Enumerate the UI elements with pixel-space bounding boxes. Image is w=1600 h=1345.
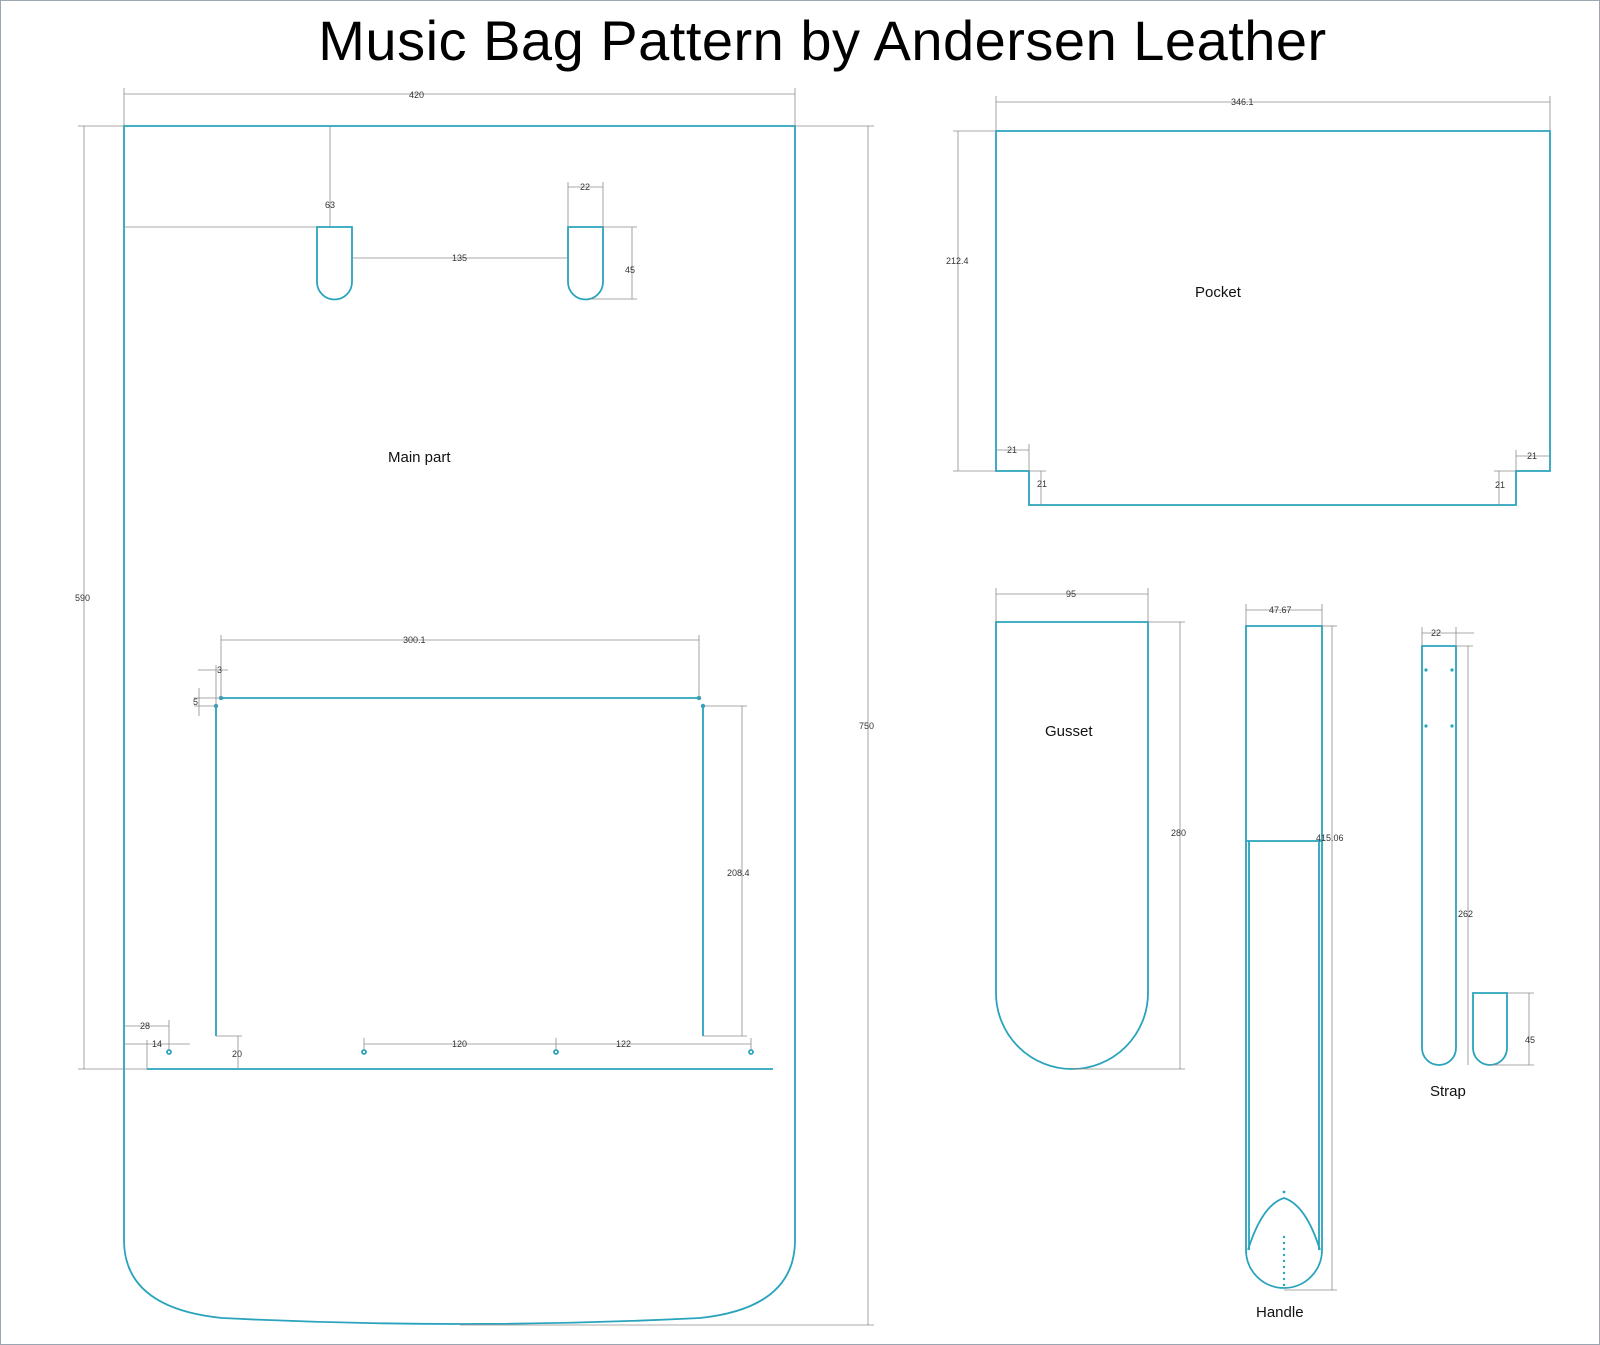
main-part: Main part 420 590 750 63 bbox=[75, 88, 874, 1326]
dim-text: 3 bbox=[217, 665, 222, 675]
gusset-label: Gusset bbox=[1045, 723, 1093, 740]
rivet-hole bbox=[361, 1049, 367, 1055]
strap-slot-left bbox=[316, 226, 353, 301]
dim-text: 212.4 bbox=[946, 256, 969, 266]
dim-hole-offset: 14 bbox=[124, 1039, 190, 1069]
dim-window-bottom-gap: 20 bbox=[216, 1035, 242, 1069]
dim-pocket-notch-left-h: 21 bbox=[1029, 470, 1047, 505]
dim-text: 280 bbox=[1171, 828, 1186, 838]
dim-text: 20 bbox=[232, 1049, 242, 1059]
handle-tip-curve bbox=[1247, 1197, 1321, 1251]
dim-text: 5 bbox=[193, 697, 198, 707]
dim-window-top-offset: 5 bbox=[193, 688, 221, 716]
dim-text: 300.1 bbox=[403, 635, 426, 645]
dim-text: 415.06 bbox=[1316, 833, 1344, 843]
dim-hole-spacing-a: 120 bbox=[363, 1038, 557, 1050]
rivet-hole bbox=[748, 1049, 754, 1055]
dim-slot-width: 22 bbox=[567, 182, 604, 227]
handle-outline bbox=[1245, 625, 1323, 1289]
page-title: Music Bag Pattern by Andersen Leather bbox=[318, 9, 1327, 72]
gusset: Gusset 95 280 bbox=[995, 588, 1186, 1070]
dim-text: 45 bbox=[625, 265, 635, 275]
strap-label: Strap bbox=[1430, 1083, 1466, 1100]
dim-hole-spacing-b: 122 bbox=[556, 1038, 752, 1050]
rivet-hole bbox=[166, 1049, 172, 1055]
dim-text: 47.67 bbox=[1269, 605, 1292, 615]
dim-pocket-height: 212.4 bbox=[946, 130, 996, 472]
dim-gusset-height: 280 bbox=[1072, 621, 1186, 1070]
dim-text: 590 bbox=[75, 593, 90, 603]
dim-text: 750 bbox=[859, 721, 874, 731]
dim-text: 420 bbox=[409, 90, 424, 100]
dim-main-total-height: 750 bbox=[460, 125, 874, 1326]
dim-gusset-width: 95 bbox=[995, 588, 1149, 622]
dim-text: 28 bbox=[140, 1021, 150, 1031]
dim-main-width: 420 bbox=[123, 88, 796, 126]
dim-pocket-notch-right-h: 21 bbox=[1494, 470, 1516, 505]
dim-window-height: 208.4 bbox=[703, 705, 750, 1037]
window-outline bbox=[215, 697, 704, 1036]
dim-text: 21 bbox=[1037, 479, 1047, 489]
dim-handle-height: 415.06 bbox=[1284, 625, 1344, 1291]
handle-label: Handle bbox=[1256, 1304, 1304, 1321]
dim-pocket-notch-left-w: 21 bbox=[996, 444, 1030, 471]
dim-strap-width: 22 bbox=[1421, 627, 1474, 646]
dim-text: 22 bbox=[580, 182, 590, 192]
main-part-outline bbox=[123, 125, 796, 1325]
dim-text: 14 bbox=[152, 1039, 162, 1049]
dim-handle-width: 47.67 bbox=[1245, 604, 1323, 626]
strap-holes bbox=[1424, 668, 1454, 728]
handle-stitch-dots bbox=[1282, 1190, 1286, 1287]
dim-text: 135 bbox=[452, 253, 467, 263]
dim-text: 346.1 bbox=[1231, 97, 1254, 107]
dim-slot-height: 45 bbox=[590, 226, 637, 300]
strap-outline bbox=[1421, 645, 1457, 1066]
dim-text: 122 bbox=[616, 1039, 631, 1049]
dim-text: 45 bbox=[1525, 1035, 1535, 1045]
dim-text: 95 bbox=[1066, 589, 1076, 599]
gusset-outline bbox=[995, 621, 1149, 1070]
dim-main-fold-height: 590 bbox=[75, 125, 147, 1070]
strap-tab-outline bbox=[1472, 992, 1508, 1066]
dim-text: 21 bbox=[1495, 480, 1505, 490]
pocket-label: Pocket bbox=[1195, 284, 1242, 301]
dim-slot-spacing: 135 bbox=[352, 253, 568, 263]
dim-text: 208.4 bbox=[727, 868, 750, 878]
rivet-hole bbox=[553, 1049, 559, 1055]
pocket: Pocket 346.1 212.4 21 21 21 bbox=[946, 96, 1551, 506]
pocket-outline bbox=[995, 130, 1551, 506]
handle: Handle 47.67 415.06 bbox=[1245, 604, 1344, 1321]
dim-text: 120 bbox=[452, 1039, 467, 1049]
dim-bottom-edge-offset: 28 bbox=[124, 1020, 170, 1050]
dim-text: 262 bbox=[1458, 909, 1473, 919]
strap: Strap 22 262 45 bbox=[1421, 627, 1535, 1100]
strap-slot-right bbox=[567, 226, 604, 301]
dim-text: 21 bbox=[1007, 445, 1017, 455]
main-part-label: Main part bbox=[388, 449, 451, 466]
dim-slot-offset: 63 bbox=[124, 126, 335, 228]
dim-pocket-notch-right-w: 21 bbox=[1515, 450, 1550, 471]
dim-window-width: 300.1 bbox=[220, 635, 700, 698]
dim-text: 21 bbox=[1527, 451, 1537, 461]
dim-strap-tab-height: 45 bbox=[1490, 992, 1535, 1066]
dim-pocket-width: 346.1 bbox=[995, 96, 1551, 131]
dim-text: 22 bbox=[1431, 628, 1441, 638]
dim-strap-height: 262 bbox=[1456, 645, 1473, 1065]
dim-window-inset: 3 bbox=[198, 665, 228, 706]
dim-text: 63 bbox=[325, 200, 335, 210]
